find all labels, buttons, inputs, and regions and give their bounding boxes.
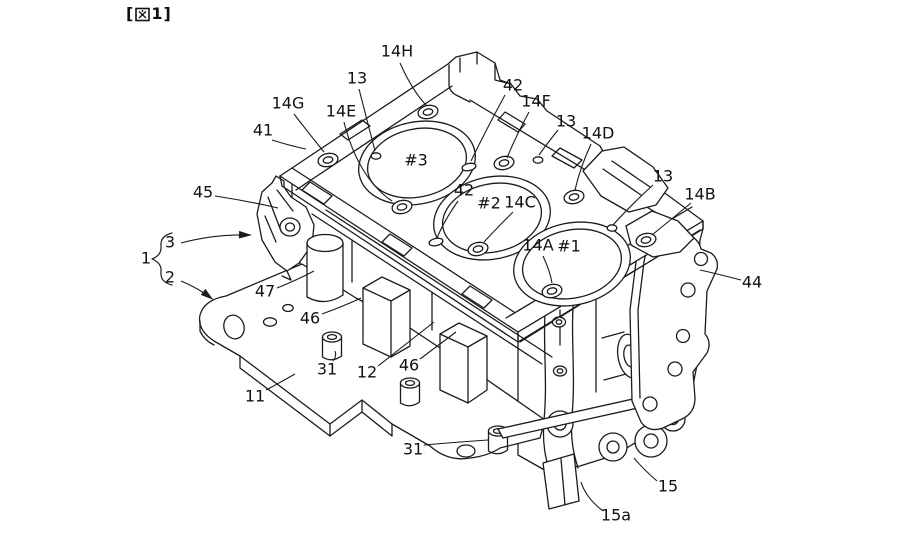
bolt-hole-14d bbox=[563, 189, 585, 205]
leader-line-14f bbox=[506, 111, 530, 159]
ref-label-46-2: 46 bbox=[399, 356, 419, 375]
cylinder-bore-2 bbox=[433, 175, 551, 261]
ref-label-13: 13 bbox=[347, 69, 367, 88]
ref-label-14h: 14H bbox=[381, 42, 413, 61]
base-plate bbox=[198, 263, 546, 460]
ref-label-11: 11 bbox=[245, 387, 265, 406]
mount-block-46-right bbox=[439, 322, 488, 404]
bracket-arm-14d bbox=[582, 146, 669, 213]
figure-label-char: 1 bbox=[151, 4, 164, 23]
ref-label-44: 44 bbox=[742, 273, 762, 292]
ref-label-1: 1 bbox=[141, 249, 151, 268]
plate-lobe-hole bbox=[456, 444, 476, 458]
ref-label-12: 12 bbox=[357, 363, 377, 382]
leader-line-14c bbox=[483, 211, 514, 243]
leader-line-47 bbox=[276, 270, 315, 289]
ref-label-31: 31 bbox=[317, 360, 337, 379]
head-bolt-holes bbox=[317, 104, 657, 299]
leader-line-12 bbox=[377, 321, 435, 367]
leader-line-15 bbox=[633, 457, 658, 482]
ref-label-13-2: 13 bbox=[556, 112, 576, 131]
cylinder-bore-3 bbox=[358, 120, 476, 206]
leader-line-42 bbox=[470, 94, 506, 162]
leader-line-45 bbox=[214, 195, 279, 209]
leader-line-31-2 bbox=[423, 439, 489, 446]
leader-line-13 bbox=[358, 88, 376, 152]
ref-label-14a: 14A bbox=[522, 236, 553, 255]
figure-label-char: [ bbox=[126, 4, 135, 23]
ref-label-2: 2 bbox=[165, 268, 175, 287]
ref-label-15a: 15a bbox=[601, 506, 631, 525]
ref-label-47: 47 bbox=[255, 282, 275, 301]
leader-line-46-2 bbox=[419, 331, 457, 360]
leader-line-13-2 bbox=[538, 129, 559, 156]
leader-line-44 bbox=[699, 269, 742, 281]
top-boss bbox=[448, 51, 512, 103]
ref-label-41: 41 bbox=[253, 121, 273, 140]
figure-label: [1] bbox=[126, 6, 172, 22]
plate-tab-hole bbox=[223, 314, 245, 340]
kanji-zu-glyph bbox=[135, 7, 151, 21]
bolt-hole-14a bbox=[541, 283, 563, 299]
ref-label-3: 3 bbox=[165, 233, 175, 252]
ref-label-14b: 14B bbox=[684, 185, 715, 204]
bolt-hole-14e bbox=[391, 199, 413, 215]
leader-line-31 bbox=[332, 350, 337, 362]
boss-47 bbox=[306, 233, 344, 303]
ref-label-14g: 14G bbox=[272, 94, 305, 113]
leader-line-15a bbox=[580, 481, 604, 512]
leader-line-14e bbox=[343, 121, 393, 202]
plate-hole bbox=[282, 303, 294, 313]
ref-label-46: 46 bbox=[300, 309, 320, 328]
ref-label-15: 15 bbox=[658, 477, 678, 496]
ref-label-42: 42 bbox=[503, 76, 523, 95]
deck-pockets bbox=[301, 111, 583, 309]
ref-label-cyl1: #1 bbox=[557, 237, 581, 256]
ref-label-14f: 14F bbox=[521, 92, 551, 111]
ref-label-13-3: 13 bbox=[653, 167, 673, 186]
knock-pin-31 bbox=[321, 331, 343, 361]
bolt-hole-14b bbox=[635, 232, 657, 248]
leader-line-14a bbox=[542, 255, 553, 284]
leader-line-42-2 bbox=[436, 200, 459, 239]
bolt-hole-14f bbox=[493, 155, 515, 171]
ref-label-14d: 14D bbox=[582, 124, 615, 143]
group-brace-1 bbox=[151, 232, 173, 286]
cylinder-bores bbox=[358, 120, 631, 307]
ref-label-14c: 14C bbox=[504, 193, 536, 212]
ref-label-cyl2: #2 bbox=[477, 194, 501, 213]
mount-bracket-45 bbox=[256, 175, 315, 281]
arrowhead-2 bbox=[200, 288, 214, 300]
mount-block-46-left bbox=[362, 276, 411, 358]
leader-line-11 bbox=[265, 373, 296, 391]
leader-line-46 bbox=[321, 297, 362, 315]
ref-label-cyl3: #3 bbox=[404, 151, 428, 170]
knock-pin-31 bbox=[399, 377, 421, 407]
plate-hole bbox=[262, 317, 278, 327]
leader-line-3 bbox=[180, 234, 250, 244]
bolt-hole-14g bbox=[317, 152, 339, 168]
ref-label-45: 45 bbox=[193, 183, 213, 202]
cylinder-bore-1 bbox=[513, 221, 631, 307]
figure-label-char: ] bbox=[163, 4, 172, 23]
leader-line-14g bbox=[293, 113, 325, 153]
ref-label-42-2: 42 bbox=[454, 181, 474, 200]
leader-line-14h bbox=[399, 62, 428, 107]
bolt-hole-14c bbox=[467, 241, 489, 257]
ref-label-31-2: 31 bbox=[403, 440, 423, 459]
ref-label-14e: 14E bbox=[326, 102, 356, 121]
leader-line-14b bbox=[651, 202, 692, 236]
foot-15a bbox=[542, 453, 580, 510]
leader-line-13-3 bbox=[612, 184, 654, 226]
oil-holes bbox=[370, 152, 618, 247]
arrowhead-3 bbox=[238, 230, 252, 239]
leader-line-14d bbox=[574, 143, 592, 191]
leader-line-41 bbox=[271, 139, 307, 150]
